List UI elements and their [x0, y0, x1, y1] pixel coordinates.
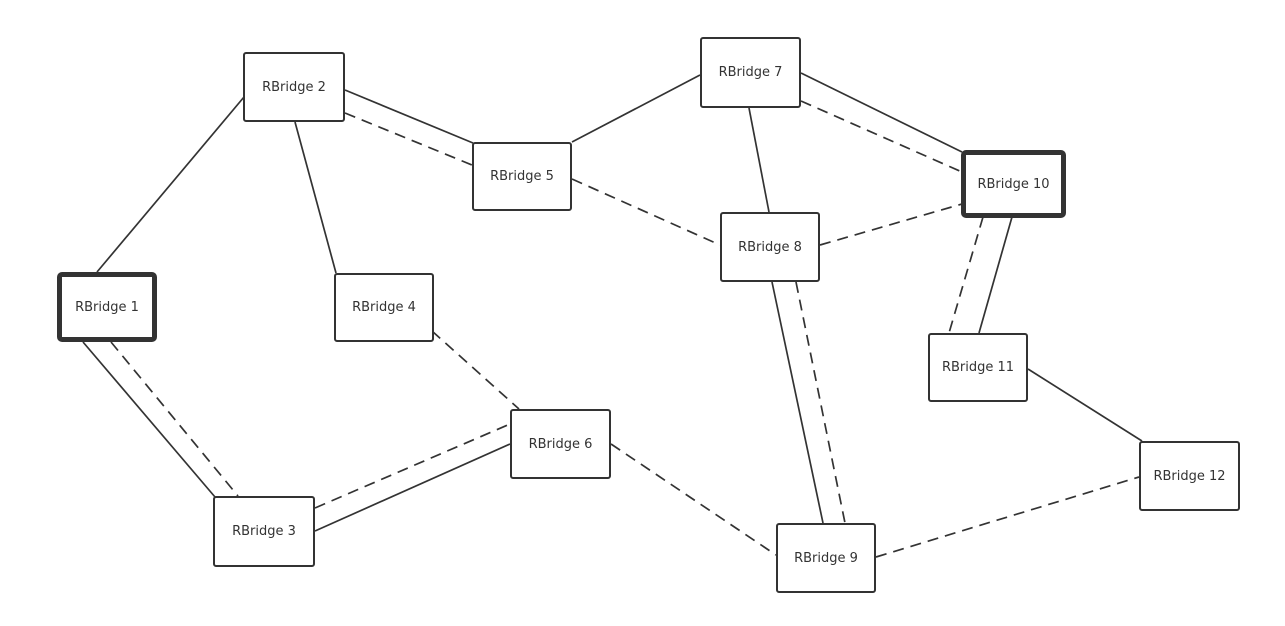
edge-rbridge-5-rbridge-7-solid [571, 74, 701, 143]
node-label-rbridge-1: RBridge 1 [75, 299, 139, 315]
edge-rbridge-10-rbridge-11-dashed [948, 216, 984, 334]
edge-rbridge-7-rbridge-8-solid [748, 107, 770, 213]
edge-rbridge-11-rbridge-12-solid [1027, 368, 1143, 442]
edge-rbridge-2-rbridge-5-solid [344, 89, 474, 144]
node-rbridge-4: RBridge 4 [334, 273, 434, 342]
edge-rbridge-5-rbridge-8-dashed [571, 178, 721, 246]
node-label-rbridge-9: RBridge 9 [794, 550, 858, 566]
node-rbridge-1: RBridge 1 [57, 272, 157, 342]
edge-rbridge-10-rbridge-11-solid [978, 216, 1013, 334]
node-label-rbridge-11: RBridge 11 [941, 360, 1015, 375]
node-rbridge-12: RBridge 12 [1139, 441, 1240, 511]
node-label-rbridge-10: RBridge 10 [977, 176, 1050, 192]
node-rbridge-3: RBridge 3 [213, 496, 315, 567]
node-rbridge-6: RBridge 6 [510, 409, 611, 479]
edge-rbridge-3-rbridge-6-dashed [314, 423, 511, 509]
node-rbridge-9: RBridge 9 [776, 523, 876, 593]
node-rbridge-5: RBridge 5 [472, 142, 572, 211]
edge-rbridge-4-rbridge-6-dashed [431, 330, 520, 410]
edge-rbridge-6-rbridge-9-dashed [610, 443, 777, 556]
edge-rbridge-9-rbridge-12-dashed [875, 476, 1140, 558]
node-label-rbridge-5: RBridge 5 [490, 169, 554, 184]
node-label-rbridge-6: RBridge 6 [528, 436, 593, 452]
node-label-rbridge-4: RBridge 4 [352, 300, 416, 315]
node-label-rbridge-7: RBridge 7 [718, 65, 783, 80]
node-label-rbridge-2: RBridge 2 [262, 79, 326, 95]
node-rbridge-10: RBridge 10 [961, 150, 1066, 218]
edge-rbridge-2-rbridge-4-solid [294, 121, 337, 274]
node-label-rbridge-8: RBridge 8 [738, 239, 802, 255]
edge-rbridge-1-rbridge-3-solid [82, 341, 216, 498]
node-rbridge-2: RBridge 2 [243, 52, 345, 122]
edge-rbridge-8-rbridge-9-solid [771, 281, 824, 524]
edge-rbridge-3-rbridge-6-solid [314, 443, 511, 532]
node-label-rbridge-12: RBridge 12 [1153, 468, 1226, 484]
edge-rbridge-2-rbridge-5-dashed [344, 112, 473, 166]
edge-rbridge-8-rbridge-10-dashed [819, 203, 963, 246]
edge-rbridge-1-rbridge-2-solid [96, 96, 245, 273]
edge-rbridge-1-rbridge-3-dashed [110, 341, 239, 497]
edge-rbridge-8-rbridge-9-dashed [795, 281, 846, 524]
node-label-rbridge-3: RBridge 3 [232, 524, 296, 539]
edge-rbridge-7-rbridge-10-dashed [800, 100, 963, 173]
node-rbridge-7: RBridge 7 [700, 37, 801, 108]
node-rbridge-11: RBridge 11 [928, 333, 1028, 402]
node-rbridge-8: RBridge 8 [720, 212, 820, 282]
edge-rbridge-7-rbridge-10-solid [800, 72, 963, 153]
